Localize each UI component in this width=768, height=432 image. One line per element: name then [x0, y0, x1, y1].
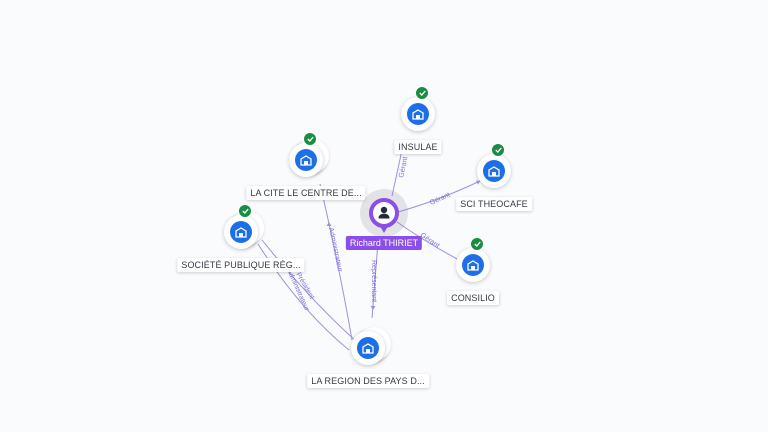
verified-check-icon: [303, 132, 317, 146]
edge-administrateur-lacite: [319, 183, 353, 341]
building-icon: [407, 103, 429, 125]
person-name-label[interactable]: Richard THIRIET: [345, 236, 423, 250]
arrow-region: [370, 306, 376, 310]
edge-gerant-theocafe: [397, 180, 481, 213]
verified-check-icon: [470, 237, 484, 251]
company-label-insulae[interactable]: INSULAE: [394, 140, 442, 154]
company-icon-button[interactable]: [477, 143, 511, 188]
edge-label-gerant-consilio: Gérant: [419, 232, 441, 250]
verified-check-icon: [491, 143, 505, 157]
edge-label-gerant-theocafe: Gérant: [429, 192, 451, 207]
company-label-la-region[interactable]: LA REGION DES PAYS D...: [307, 374, 429, 388]
edge-label-representant: Représentant: [370, 260, 377, 302]
company-icon-button[interactable]: [351, 327, 391, 365]
arrow-lacite: [326, 222, 332, 226]
arrow-theocafe: [476, 180, 480, 185]
company-icon-button[interactable]: [456, 237, 490, 282]
building-icon: [230, 221, 252, 243]
company-label-la-cite[interactable]: LA CITE LE CENTRE DE...: [246, 186, 366, 200]
company-icon-button[interactable]: [401, 86, 435, 131]
building-icon: [483, 160, 505, 182]
building-icon: [295, 149, 317, 171]
edge-label-gerant-insulae: Gérant: [398, 156, 409, 178]
company-icon-button[interactable]: [289, 132, 329, 177]
company-label-sci-theocafe[interactable]: SCI THEOCAFE: [456, 197, 532, 211]
building-icon: [462, 254, 484, 276]
edge-president-societe: [261, 239, 358, 343]
verified-check-icon: [415, 86, 429, 100]
company-icon-button[interactable]: [224, 204, 264, 249]
verified-check-icon: [238, 204, 252, 218]
edge-label-administrateur-lacite: Administrateur: [327, 227, 343, 273]
company-label-consilio[interactable]: CONSILIO: [447, 291, 499, 305]
company-label-societe-publique[interactable]: SOCIÉTÉ PUBLIQUE RÉG...: [177, 258, 305, 272]
edge-representant-region: [371, 241, 379, 319]
building-icon: [357, 337, 379, 359]
person-icon[interactable]: [368, 197, 400, 233]
